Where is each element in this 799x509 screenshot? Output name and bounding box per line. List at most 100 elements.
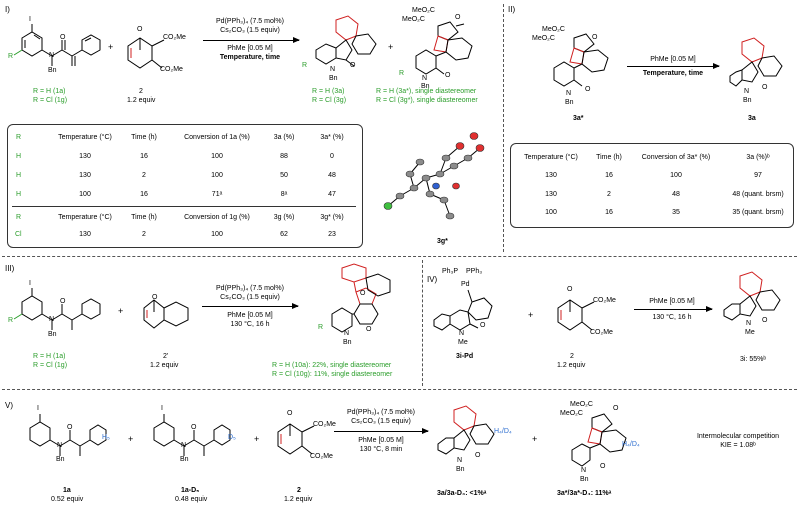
t1-r2-c6: 48 (328, 172, 336, 179)
crystal-structure-3g-star (383, 132, 485, 220)
product-label-3g: R = Cl (3g) (312, 97, 347, 104)
p4-reagent-o: O (567, 286, 573, 293)
p5-1a-bn: Bn (56, 456, 65, 463)
crystal-label: 3g* (437, 238, 448, 245)
substrate-label-1a: R = H (1a) (33, 88, 66, 95)
p2-o-top: O (592, 34, 598, 41)
p3-product-o-lactam: O (366, 326, 372, 333)
p5-1a-o: O (67, 424, 73, 431)
cond-3-line-2: Cs₂CO₃ (1.5 equiv) (220, 294, 280, 301)
p3-substrate-label-1g: R = Cl (1g) (33, 362, 68, 369)
p5-side-h4d4: H₄/D₄ (622, 441, 640, 448)
p4-product-me: Me (745, 329, 755, 336)
t1-r2-c1: H (16, 172, 22, 179)
p3-product-label-10g: R = Cl (10g): 11%, single diastereomer (272, 371, 393, 378)
p3-reagent-label: 2' (163, 353, 169, 360)
side-product-o-top: O (455, 14, 461, 21)
p5-side-o-top: O (613, 405, 619, 412)
panel-3-label: III) (5, 264, 15, 273)
cond-4-line-1: PhMe [0.05 M] (649, 298, 695, 305)
p5-side-co2me: MeO₂C (560, 410, 583, 417)
side-product-co2me-top: MeO₂C (402, 16, 425, 23)
t1-h-3a: 3a (%) (273, 134, 295, 141)
t1-r3-c5: 8ᵃ (280, 191, 288, 198)
p4-o: O (480, 322, 486, 329)
cond-4-line-2: 130 °C, 16 h (652, 314, 692, 321)
p3-product-r: R (318, 324, 324, 331)
p2-product-label: 3a (748, 115, 756, 122)
p3-product-label-10a: R = H (10a): 22%, single diastereomer (272, 362, 392, 369)
cond-5-line-2: Cs₂CO₃ (1.5 equiv) (351, 418, 411, 425)
cond-3-line-3: PhMe [0.05 M] (227, 312, 273, 319)
t3-r3-c1: 100 (545, 209, 557, 216)
t1-h-temp: Temperature (°C) (58, 134, 112, 141)
p3-substrate-label-1a: R = H (1a) (33, 353, 66, 360)
p5-product-bn: Bn (456, 466, 465, 473)
p5-1a-h5: H₅ (102, 434, 110, 441)
t1-r3-c2: 100 (79, 191, 91, 198)
p5-1a-d5-n: N (181, 442, 187, 449)
t2-r1-c4: 100 (211, 231, 223, 238)
t3-r1-c2: 16 (605, 172, 613, 179)
p5-side-o-lactam: O (600, 463, 606, 470)
atom-N-1: N (49, 52, 55, 59)
p2-o-lactam: O (585, 86, 591, 93)
reaction-arrow-5 (334, 428, 429, 434)
p5-1a-d5-d5: D₅ (228, 434, 236, 441)
cond-5-line-3: PhMe [0.05 M] (358, 437, 404, 444)
reagent-2-equiv: 1.2 equiv (127, 97, 156, 104)
t1-r3-c6: 47 (328, 191, 336, 198)
p5-reagent-o: O (287, 410, 293, 417)
reaction-arrow-1 (203, 37, 300, 43)
t3-r1-c4: 97 (754, 172, 762, 179)
t1-r2-c5: 50 (280, 172, 288, 179)
p4-3i-pd-structure (433, 289, 493, 331)
p5-side-product-structure (571, 413, 627, 467)
p2-start-3a-star-structure (553, 33, 609, 87)
side-product-label-3a-star: R = H (3a*), single diastereomer (376, 88, 477, 95)
p3-product-bn: Bn (343, 339, 352, 346)
t3-r2-c1: 130 (545, 191, 557, 198)
p3-substrate-structure (13, 288, 101, 330)
p4-reagent-co2me-b: CO₂Me (590, 329, 613, 336)
p5-reagent-co2me-a: CO₂Me (313, 421, 336, 428)
reagent-2-co2me-b: CO₂Me (160, 66, 183, 73)
t3-h-conv: Conversion of 3a* (%) (641, 154, 711, 161)
panel-5-label: V) (5, 401, 13, 410)
t3-h-time: Time (h) (596, 154, 622, 161)
product-3a-bn: Bn (329, 75, 338, 82)
p4-product-3i-structure (723, 271, 781, 321)
p5-product1-label: 3a/3a-D₄: <1%ᵃ (437, 490, 487, 497)
p4-reagent-co2me-a: CO₂Me (593, 297, 616, 304)
p5-reagent-equiv: 1.2 equiv (284, 496, 313, 503)
p5-competition-title: Intermolecular competition (696, 433, 780, 440)
reaction-arrow-3 (202, 303, 299, 309)
t3-h-3a: 3a (%)ᵇ (746, 154, 770, 161)
table-2-frame (510, 143, 794, 228)
p5-sm1-equiv: 0.52 equiv (51, 496, 84, 503)
divider-vertical-middle (422, 260, 423, 386)
p5-1a-i: I (37, 405, 39, 412)
side-product-n: N (422, 75, 428, 82)
p4-reagent-equiv: 1.2 equiv (557, 362, 586, 369)
side-product-3a-star-structure (415, 21, 473, 75)
t3-r2-c4: 48 (quant. brsm) (732, 191, 784, 198)
p2-product-bn: Bn (743, 97, 752, 104)
t1-r1-c6: 0 (330, 153, 334, 160)
t1-r3-c4: 71ᵃ (211, 191, 223, 198)
p3-reagent-o: O (152, 294, 158, 301)
t1-h-3astar: 3a* (%) (320, 134, 344, 141)
product-3a-structure (315, 15, 377, 67)
atom-I-1: I (29, 16, 31, 23)
p4-n: N (459, 330, 465, 337)
p4-start-label: 3i-Pd (456, 353, 474, 360)
p5-1a-d5-o: O (191, 424, 197, 431)
p2-bn: Bn (565, 99, 574, 106)
p3-atom-bn: Bn (48, 331, 57, 338)
p4-me: Me (458, 339, 468, 346)
p5-plus-1: + (128, 434, 134, 444)
t3-r2-c2: 2 (607, 191, 611, 198)
p5-sm2-equiv: 0.48 equiv (175, 496, 208, 503)
p3-atom-r: R (8, 317, 14, 324)
side-product-o-lactam: O (445, 72, 451, 79)
